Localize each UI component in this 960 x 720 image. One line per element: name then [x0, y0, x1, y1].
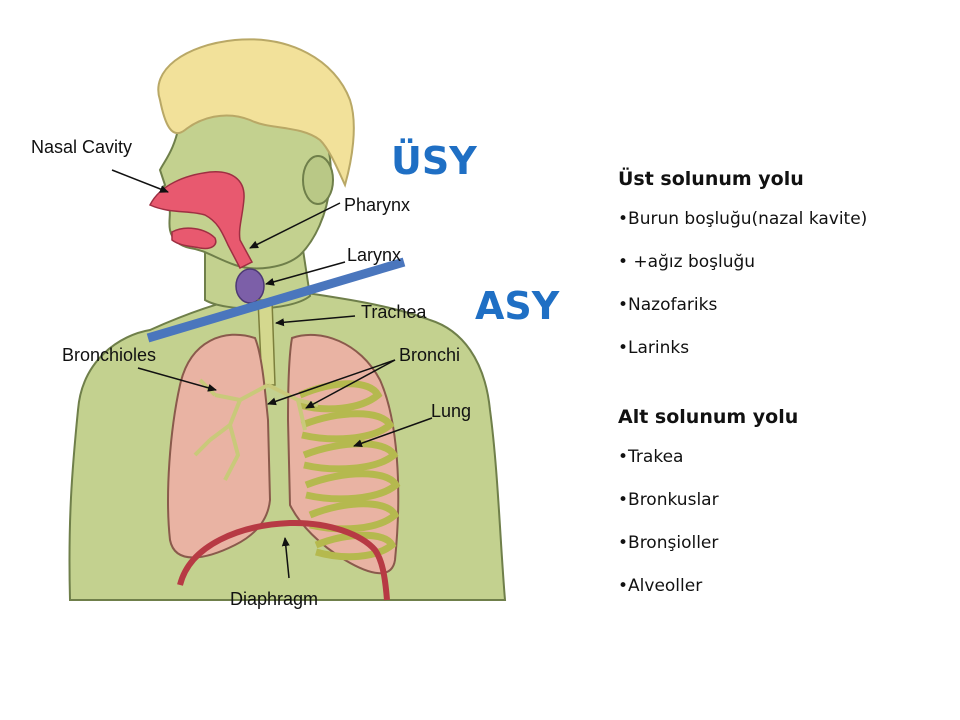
- zone-label-lower: ASY: [475, 284, 560, 328]
- section-heading-upper: Üst solunum yolu: [618, 168, 804, 190]
- tract-divider-line: [146, 257, 406, 343]
- leader-arrows: [111, 169, 433, 579]
- list-item: Burun boşluğu(nazal kavite): [618, 198, 948, 241]
- label-bronchioles: Bronchioles: [62, 345, 157, 365]
- oral-cavity-shape: [171, 227, 217, 250]
- list-item: Trakea: [618, 436, 948, 479]
- label-trachea: Trachea: [361, 302, 427, 322]
- list-item: Larinks: [618, 327, 948, 370]
- label-bronchi: Bronchi: [399, 345, 461, 365]
- section-heading-lower: Alt solunum yolu: [618, 406, 799, 428]
- ear: [302, 155, 334, 205]
- label-pharynx: Pharynx: [344, 195, 411, 215]
- section-spacer: [618, 370, 948, 406]
- label-nasal-cavity: Nasal Cavity: [31, 137, 133, 157]
- label-diaphragm: Diaphragm: [230, 589, 319, 609]
- larynx-shape: [235, 268, 265, 304]
- hair: [157, 38, 355, 188]
- list-item: Alveoller: [618, 565, 948, 608]
- list-item: Bronkuslar: [618, 479, 948, 522]
- list-item: +ağız boşluğu: [618, 241, 948, 284]
- label-lung: Lung: [431, 401, 472, 421]
- zone-label-upper: ÜSY: [391, 139, 477, 183]
- lung-left-shape: [167, 333, 272, 559]
- label-larynx: Larynx: [347, 245, 402, 265]
- bronchial-tree: [193, 378, 319, 481]
- nasal-cavity-shape: [148, 171, 254, 270]
- text-panel: Üst solunum yolu Burun boşluğu(nazal kav…: [618, 168, 948, 608]
- list-item: Nazofariks: [618, 284, 948, 327]
- list-item: Bronşioller: [618, 522, 948, 565]
- diaphragm-shape: [177, 519, 390, 601]
